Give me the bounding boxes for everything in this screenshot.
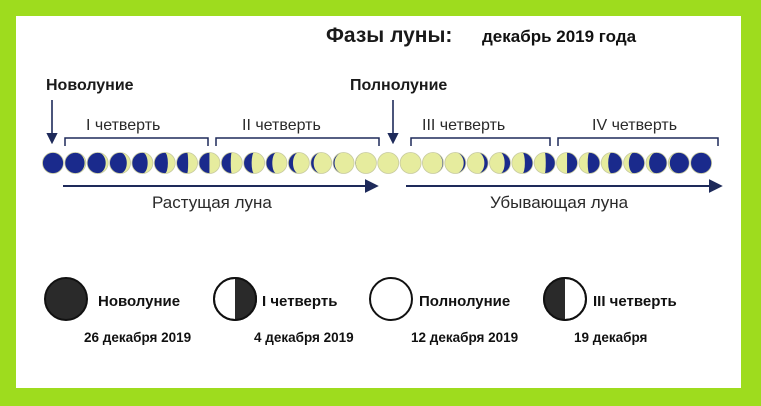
moon-phase bbox=[377, 152, 400, 174]
moon-phase bbox=[109, 152, 131, 174]
moon-phase bbox=[623, 152, 645, 174]
moon-phase bbox=[220, 152, 243, 174]
legend-name-first-quarter: I четверть bbox=[262, 293, 337, 310]
first-quarter-icon bbox=[213, 277, 257, 321]
moon-phase bbox=[645, 152, 668, 174]
page-title: Фазы луны: bbox=[326, 24, 452, 47]
quarter-label-3: III четверть bbox=[422, 117, 505, 134]
new-moon-icon bbox=[44, 277, 88, 321]
legend-date-last-quarter: 19 декабря bbox=[574, 330, 647, 345]
legend-date-first-quarter: 4 декабря 2019 bbox=[254, 330, 354, 345]
moon-phase bbox=[422, 152, 444, 174]
legend-name-full-moon: Полнолуние bbox=[419, 293, 510, 310]
moon-phase bbox=[287, 152, 310, 174]
moon-phase bbox=[42, 152, 64, 174]
legend-item-first-quarter: I четверть 4 декабря 2019 bbox=[213, 277, 354, 345]
moon-phase bbox=[265, 152, 288, 174]
moon-phase bbox=[153, 152, 176, 174]
moon-phase bbox=[444, 152, 467, 174]
moon-phase bbox=[399, 152, 422, 174]
legend-item-full-moon: Полнолуние 12 декабря 2019 bbox=[369, 277, 518, 345]
moon-phase bbox=[489, 152, 511, 174]
legend: Новолуние 26 декабря 2019 I четверть 4 д… bbox=[44, 277, 677, 345]
moon-phase bbox=[556, 152, 578, 174]
legend-date-new-moon: 26 декабря 2019 bbox=[84, 330, 191, 345]
moon-phase bbox=[176, 152, 199, 174]
quarter-bracket-2 bbox=[215, 137, 380, 146]
moon-phase bbox=[600, 152, 623, 174]
moon-phase bbox=[511, 152, 534, 174]
moon-phase bbox=[86, 152, 109, 174]
legend-item-new-moon: Новолуние 26 декабря 2019 bbox=[44, 277, 191, 345]
moon-phase bbox=[310, 152, 333, 174]
quarter-bracket-3 bbox=[410, 137, 551, 146]
legend-name-last-quarter: III четверть bbox=[593, 293, 677, 310]
new-moon-label: Новолуние bbox=[46, 77, 134, 94]
full-moon-label: Полнолуние bbox=[350, 77, 447, 94]
quarter-label-4: IV четверть bbox=[592, 117, 677, 134]
moon-phase bbox=[354, 152, 377, 174]
moon-phase bbox=[690, 152, 713, 174]
moon-phase bbox=[198, 152, 221, 174]
waning-label: Убывающая луна bbox=[490, 193, 629, 212]
moon-phase bbox=[533, 152, 556, 174]
moon-phase bbox=[243, 152, 266, 174]
quarter-label-1: I четверть bbox=[86, 117, 160, 134]
quarter-label-2: II четверть bbox=[242, 117, 321, 134]
moon-phases-row bbox=[42, 152, 713, 174]
legend-name-new-moon: Новолуние bbox=[98, 293, 180, 310]
quarter-bracket-1 bbox=[64, 137, 209, 146]
last-quarter-icon bbox=[543, 277, 587, 321]
diagram-frame: Фазы луны: декабрь 2019 года Новолуние П… bbox=[16, 16, 741, 388]
full-moon-icon bbox=[369, 277, 413, 321]
moon-phase bbox=[64, 152, 87, 174]
moon-phase bbox=[578, 152, 601, 174]
moon-phase bbox=[332, 152, 355, 174]
legend-date-full-moon: 12 декабря 2019 bbox=[411, 330, 518, 345]
waxing-label: Растущая луна bbox=[152, 193, 272, 212]
page-subtitle: декабрь 2019 года bbox=[482, 27, 637, 46]
moon-phases-diagram: Фазы луны: декабрь 2019 года Новолуние П… bbox=[42, 24, 723, 345]
moon-phase bbox=[667, 152, 690, 174]
moon-phase bbox=[131, 152, 154, 174]
quarter-brackets bbox=[64, 137, 719, 146]
quarter-bracket-4 bbox=[557, 137, 719, 146]
moon-phase bbox=[466, 152, 489, 174]
legend-item-last-quarter: III четверть 19 декабря bbox=[543, 277, 677, 345]
